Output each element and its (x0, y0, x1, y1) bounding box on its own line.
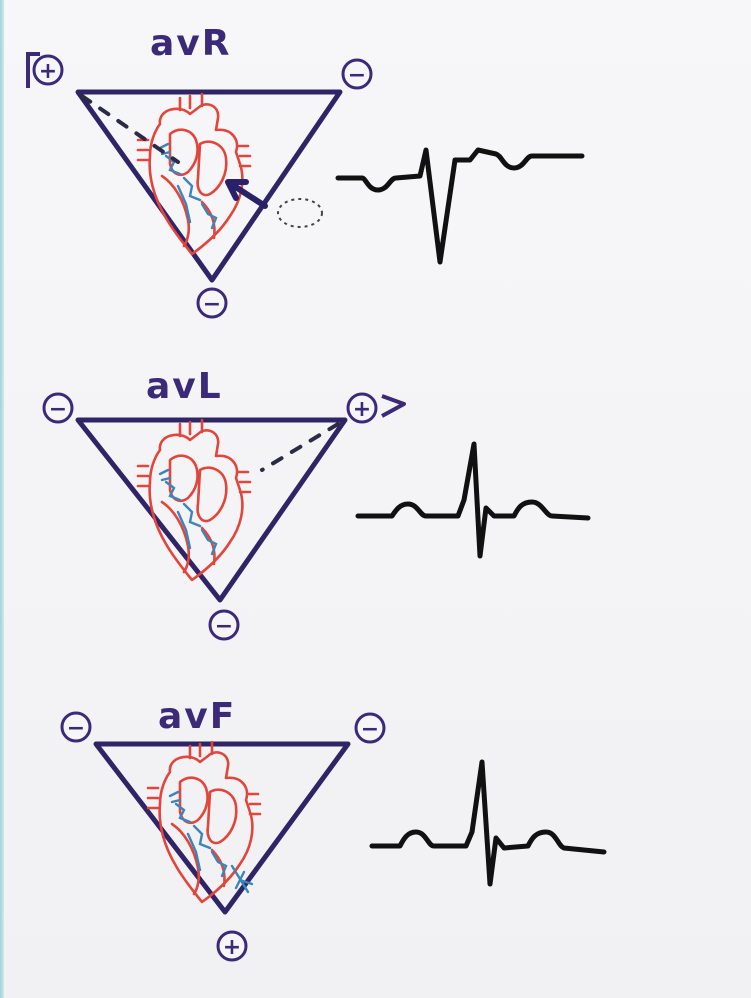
svg-text:−: − (203, 292, 221, 317)
lead-title: avR (150, 23, 231, 64)
svg-text:−: − (67, 716, 85, 741)
svg-text:−: − (348, 63, 366, 88)
lead-axis (80, 94, 180, 164)
right-sign: − (341, 58, 373, 90)
eye-icon (277, 198, 323, 228)
svg-text:−: − (215, 614, 233, 639)
conduction-sketch (230, 864, 254, 894)
svg-text:+: + (39, 59, 57, 84)
bottom-sign: − (196, 287, 228, 319)
einthoven-triangle (75, 417, 348, 603)
einthoven-triangle (75, 89, 343, 283)
svg-text:+: + (353, 397, 371, 422)
panel-avf: avF − − + (60, 696, 607, 962)
right-sign: + (346, 392, 406, 424)
heart-sketch (136, 418, 252, 582)
svg-text:+: + (223, 935, 241, 960)
depolarization-arrow (225, 179, 268, 209)
svg-text:−: − (361, 717, 379, 742)
ecg-trace (335, 147, 585, 265)
bottom-sign: + (216, 930, 248, 962)
left-sign: − (42, 392, 74, 424)
bottom-sign: − (208, 609, 240, 641)
left-sign: + (26, 52, 64, 88)
svg-text:−: − (49, 397, 67, 422)
panel-avr: avR + − − (26, 23, 585, 319)
ecg-trace (355, 441, 591, 559)
panel-avl: avL − + − (42, 366, 591, 641)
heart-sketch (136, 92, 252, 256)
lead-axis (260, 422, 340, 472)
left-sign: − (60, 711, 92, 743)
ecg-trace (369, 759, 607, 887)
right-sign: − (354, 712, 386, 744)
heart-sketch (146, 740, 262, 904)
lead-title: avF (158, 696, 236, 737)
board-edge (0, 0, 4, 998)
lead-title: avL (146, 366, 223, 407)
